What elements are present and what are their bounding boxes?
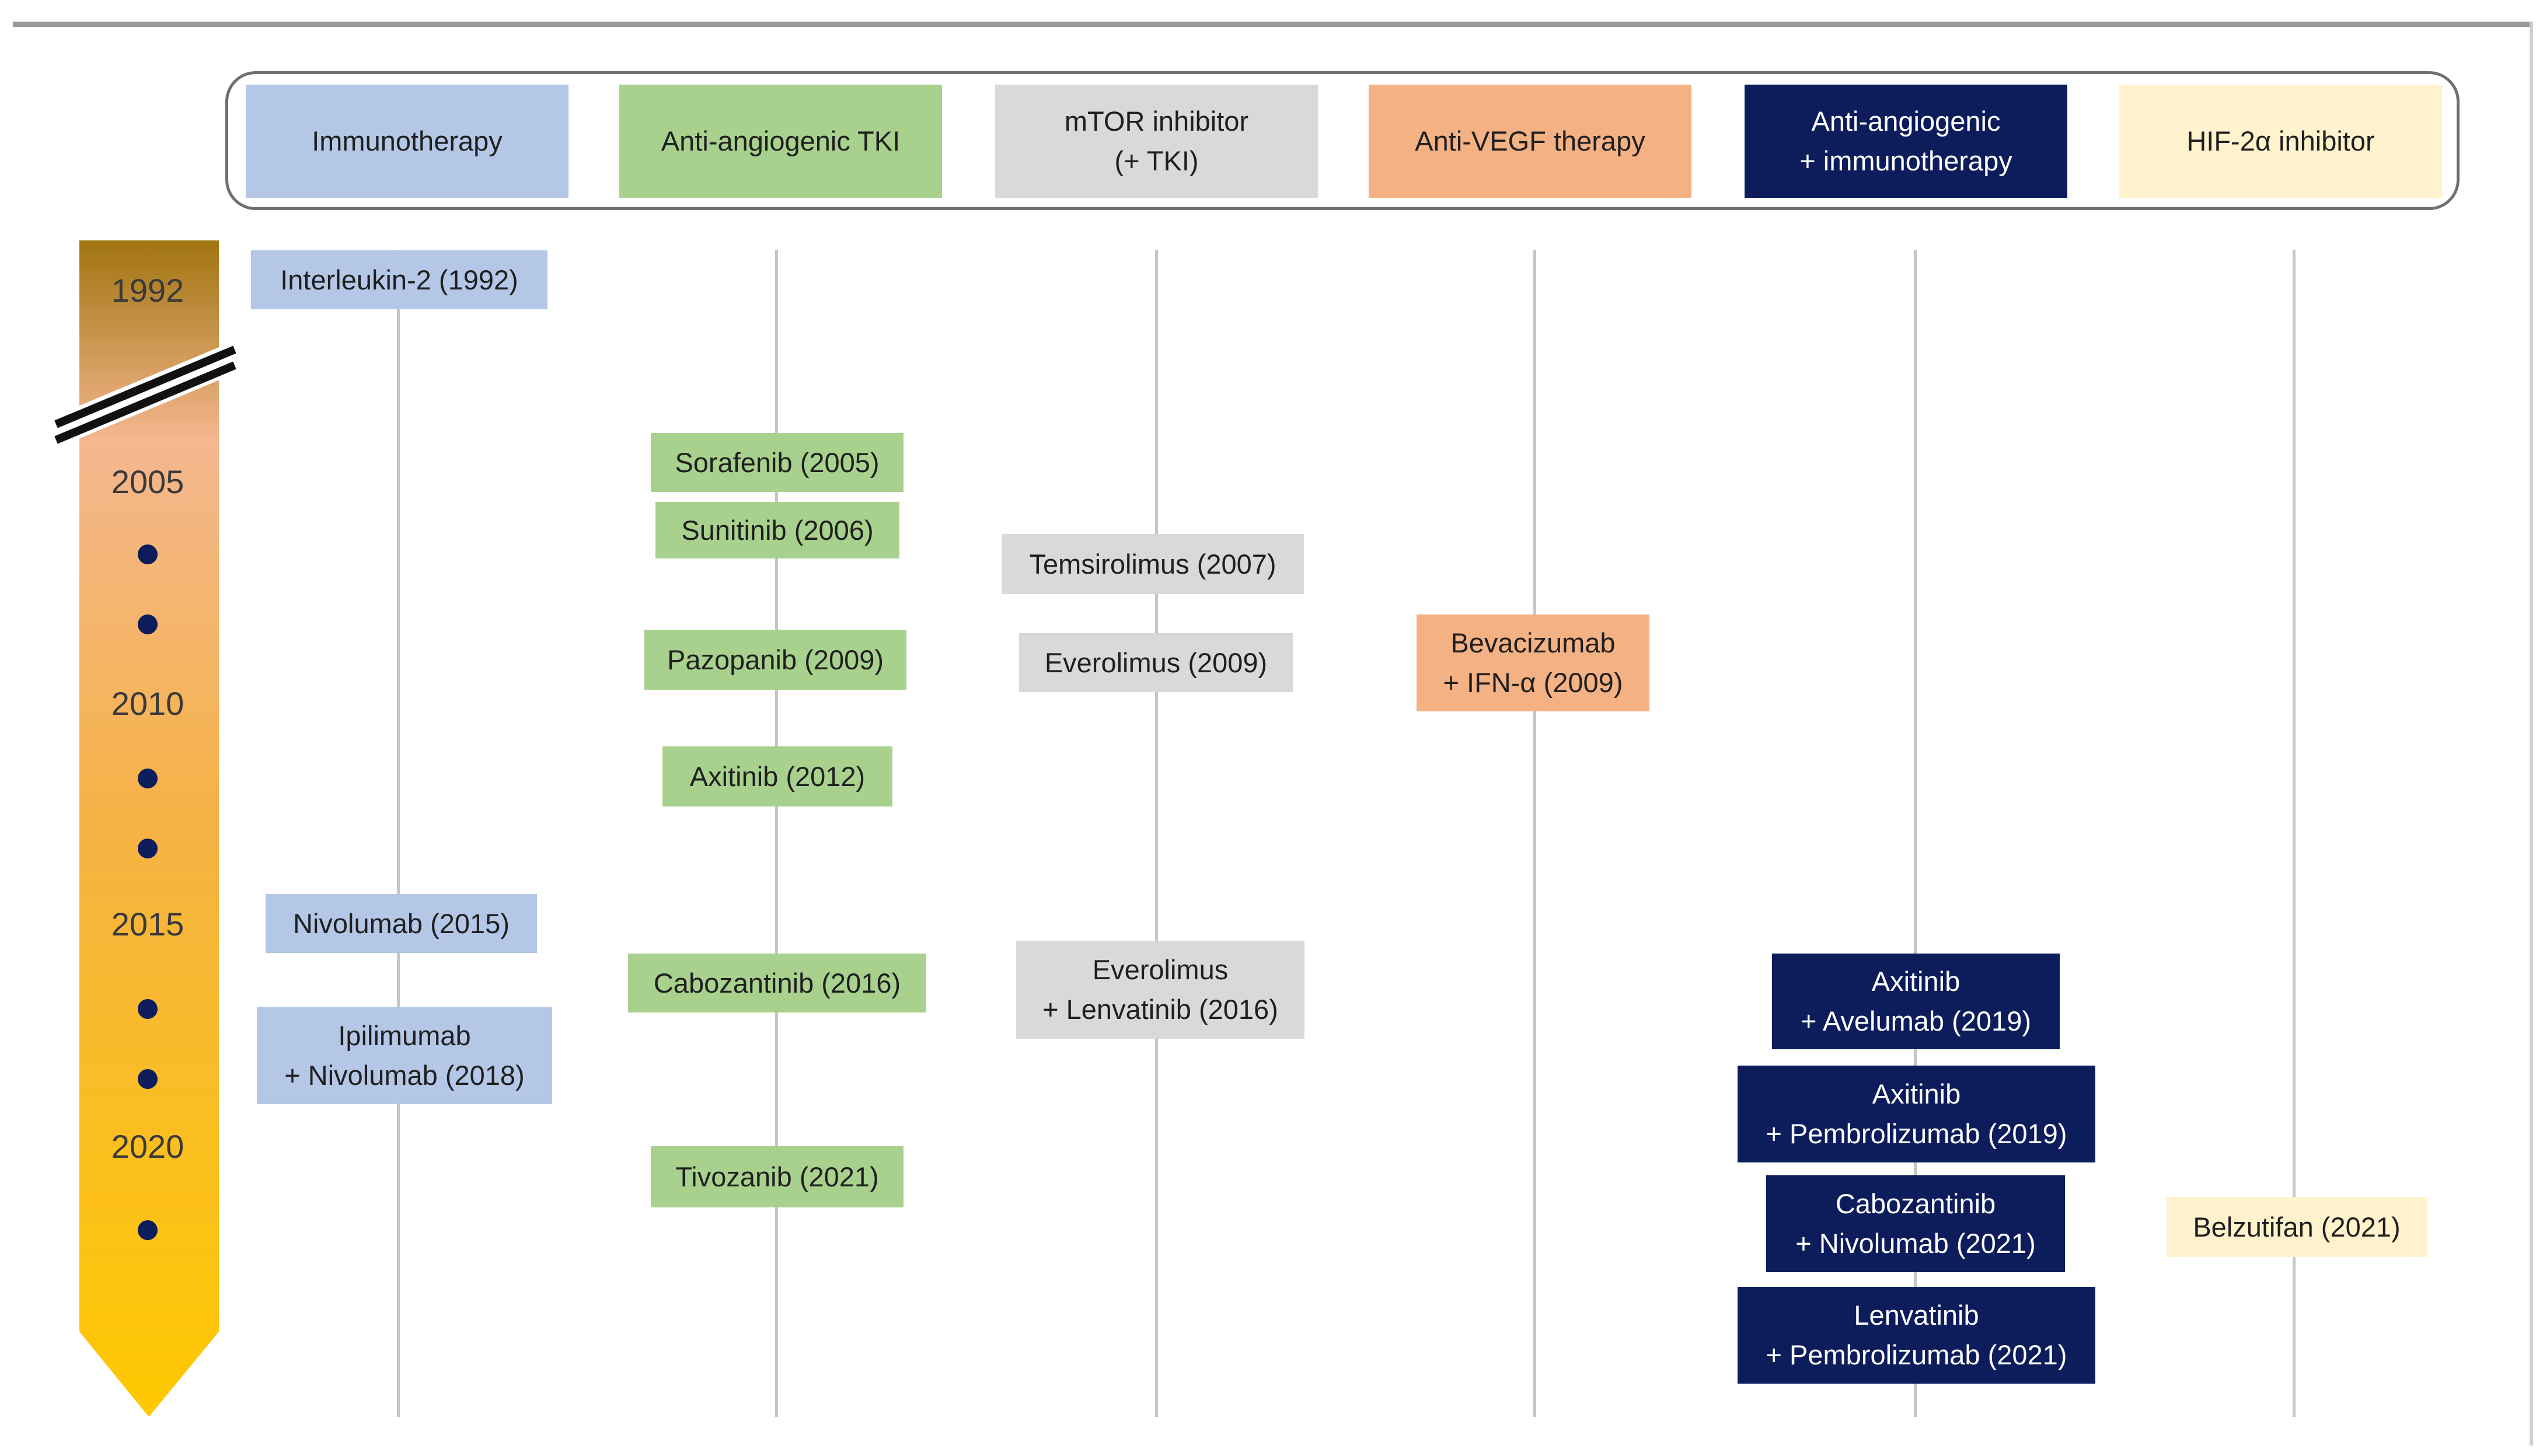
drug-axitinib-pembrolizumab: Axitinib + Pembrolizumab (2019) bbox=[1738, 1066, 2095, 1162]
drug-axitinib-avelumab: Axitinib + Avelumab (2019) bbox=[1772, 954, 2060, 1049]
drug-lenvatinib-pembrolizumab: Lenvatinib + Pembrolizumab (2021) bbox=[1738, 1287, 2095, 1384]
legend-hif-inhibitor: HIF-2α inhibitor bbox=[2119, 85, 2442, 198]
drug-bevacizumab-ifn: Bevacizumab + IFN-α (2009) bbox=[1417, 614, 1649, 711]
drug-sorafenib: Sorafenib (2005) bbox=[651, 433, 904, 492]
drug-interleukin-2: Interleukin-2 (1992) bbox=[251, 250, 547, 309]
drug-cabozantinib-nivolumab: Cabozantinib + Nivolumab (2021) bbox=[1766, 1175, 2065, 1272]
drug-nivolumab: Nivolumab (2015) bbox=[266, 894, 537, 953]
legend-anti-vegf-therapy: Anti-VEGF therapy bbox=[1369, 85, 1691, 198]
drug-tivozanib: Tivozanib (2021) bbox=[651, 1146, 904, 1207]
drug-pazopanib: Pazopanib (2009) bbox=[644, 630, 906, 690]
timeline-dot bbox=[138, 839, 158, 858]
timeline-dot bbox=[138, 999, 158, 1019]
legend-immunotherapy: Immunotherapy bbox=[246, 85, 568, 198]
drug-everolimus: Everolimus (2009) bbox=[1019, 633, 1293, 692]
timeline-year-2010: 2010 bbox=[111, 685, 184, 722]
legend-frame bbox=[225, 71, 2460, 210]
drug-belzutifan: Belzutifan (2021) bbox=[2167, 1197, 2427, 1257]
drug-cabozantinib: Cabozantinib (2016) bbox=[628, 954, 926, 1012]
legend-mtor-inhibitor: mTOR inhibitor (+ TKI) bbox=[995, 85, 1318, 198]
column-line-hif bbox=[2293, 250, 2296, 1417]
timeline-dot bbox=[138, 1220, 158, 1240]
timeline-dot bbox=[138, 769, 158, 788]
top-divider bbox=[13, 22, 2531, 27]
drug-ipilimumab-nivolumab: Ipilimumab + Nivolumab (2018) bbox=[257, 1007, 552, 1104]
legend-anti-angiogenic-immunotherapy: Anti-angiogenic + immunotherapy bbox=[1745, 85, 2067, 198]
column-line-immunotherapy bbox=[397, 250, 400, 1417]
legend-anti-angiogenic-tki: Anti-angiogenic TKI bbox=[619, 85, 942, 198]
timeline-year-2005: 2005 bbox=[111, 463, 184, 500]
right-divider bbox=[2530, 22, 2533, 1445]
timeline-year-2020: 2020 bbox=[111, 1128, 184, 1165]
column-line-vegf bbox=[1533, 250, 1536, 1417]
timeline-dot bbox=[138, 1069, 158, 1089]
timeline-year-2015: 2015 bbox=[111, 906, 184, 942]
timeline-dot bbox=[138, 544, 158, 564]
column-line-mtor bbox=[1155, 250, 1158, 1417]
timeline-year-1992: 1992 bbox=[111, 272, 184, 309]
drug-everolimus-lenvatinib: Everolimus + Lenvatinib (2016) bbox=[1016, 941, 1304, 1039]
drug-sunitinib: Sunitinib (2006) bbox=[655, 502, 899, 558]
column-line-tki bbox=[775, 250, 778, 1417]
column-line-combo bbox=[1914, 250, 1917, 1417]
drug-temsirolimus: Temsirolimus (2007) bbox=[1002, 534, 1304, 594]
timeline-dot bbox=[138, 614, 158, 634]
drug-axitinib: Axitinib (2012) bbox=[662, 746, 892, 806]
